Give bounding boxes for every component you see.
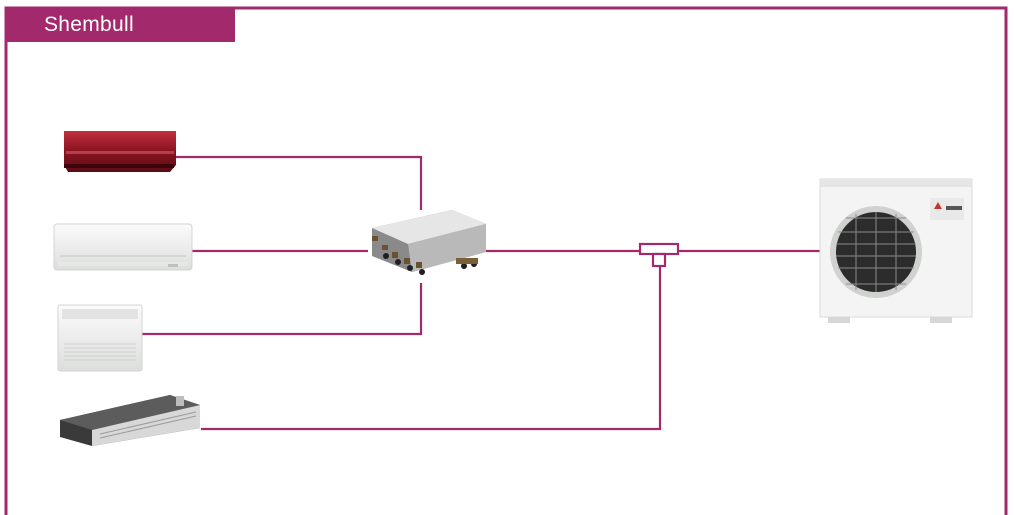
pipe-lines — [142, 157, 820, 429]
outdoor-unit-icon — [820, 179, 972, 323]
wall-unit-white-icon — [54, 224, 192, 270]
branch-box-icon — [372, 210, 486, 275]
wall-unit-red-icon — [64, 131, 176, 172]
ducted-unit-icon — [60, 395, 200, 446]
diagram-title: Shembull — [5, 8, 235, 42]
pipe-console — [142, 283, 421, 334]
t-joint-icon — [640, 244, 678, 266]
floor-console-icon — [58, 305, 142, 371]
pipe-red-unit — [176, 157, 421, 210]
pipe-ducted — [201, 266, 660, 429]
